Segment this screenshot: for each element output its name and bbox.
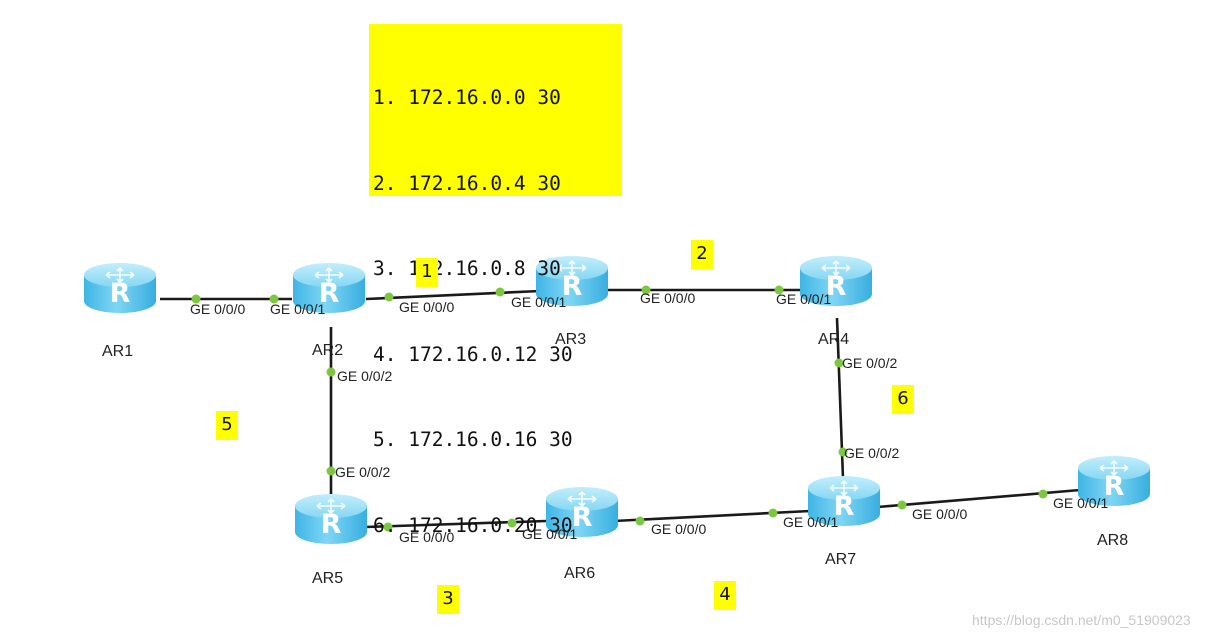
port-label-ar2-ge002: GE 0/0/2 [337,368,393,384]
port-label-ar6-ge001: GE 0/0/1 [522,526,578,542]
router-name-ar3: AR3 [555,331,587,348]
router-name-ar5: AR5 [312,570,344,587]
subnet-legend: 1. 172.16.0.0 30 2. 172.16.0.4 30 3. 172… [369,24,622,537]
port-label-ar3-ge000: GE 0/0/0 [640,290,696,306]
port-dot [495,287,505,297]
legend-line: 6. 172.16.0.20 30 [373,513,573,537]
port-label-ar4-ge002: GE 0/0/2 [842,355,898,371]
port-label-ar7-ge000: GE 0/0/0 [912,506,968,522]
segment-label-5: 5 [216,411,238,440]
port-dot [774,285,784,295]
segment-label-1: 1 [416,258,438,287]
port-dot [838,447,848,457]
watermark: https://blog.csdn.net/m0_51909023 [972,612,1191,628]
port-label-ar6-ge000: GE 0/0/0 [651,521,707,537]
legend-line: 1. 172.16.0.0 30 [373,86,561,109]
port-label-ar7-ge001: GE 0/0/1 [783,514,839,530]
links [160,288,1081,529]
port-label-ar7-ge002: GE 0/0/2 [844,445,900,461]
router-name-ar4: AR4 [818,331,850,348]
router-ar1-icon[interactable] [83,262,157,314]
router-ar5-icon[interactable] [294,493,368,545]
port-label-ar1-ge000: GE 0/0/0 [190,301,246,317]
legend-line: 2. 172.16.0.4 30 [373,171,561,195]
port-dot [768,508,778,518]
port-dot [383,522,393,532]
link-ar7-ar8 [877,488,1081,509]
router-name-ar7: AR7 [825,551,857,568]
port-dots [191,285,1048,532]
port-label-ar2-ge000: GE 0/0/0 [399,299,455,315]
router-name-ar1: AR1 [102,343,134,360]
port-dot [507,518,517,528]
port-dot [326,466,336,476]
legend-line: 3. 172.16.0.8 30 [373,257,561,280]
link-ar2-ar3 [365,289,541,301]
segment-label-2: 2 [691,240,713,269]
segment-label-6: 6 [892,385,914,414]
segment-label-4: 4 [714,581,736,610]
port-label-ar5-ge000: GE 0/0/0 [399,529,455,545]
port-label-ar5-ge002: GE 0/0/2 [335,464,391,480]
port-dot [1038,489,1048,499]
port-dot [269,294,279,304]
port-dot [641,285,651,295]
legend-line: 5. 172.16.0.16 30 [373,428,573,451]
legend-line: 4. 172.16.0.12 30 [373,342,573,366]
port-dot [191,294,201,304]
router-name-ar2: AR2 [312,342,344,359]
port-dot [326,367,336,377]
router-name-ar6: AR6 [564,565,596,582]
segment-label-3: 3 [437,585,459,614]
port-dot [897,500,907,510]
port-dot [384,292,394,302]
port-dot [834,358,844,368]
port-label-ar3-ge001: GE 0/0/1 [511,294,567,310]
router-name-ar8: AR8 [1097,532,1129,549]
port-dot [635,516,645,526]
port-label-ar8-ge001: GE 0/0/1 [1053,495,1109,511]
port-label-ar4-ge001: GE 0/0/1 [776,291,832,307]
port-label-ar2-ge001: GE 0/0/1 [270,301,326,317]
